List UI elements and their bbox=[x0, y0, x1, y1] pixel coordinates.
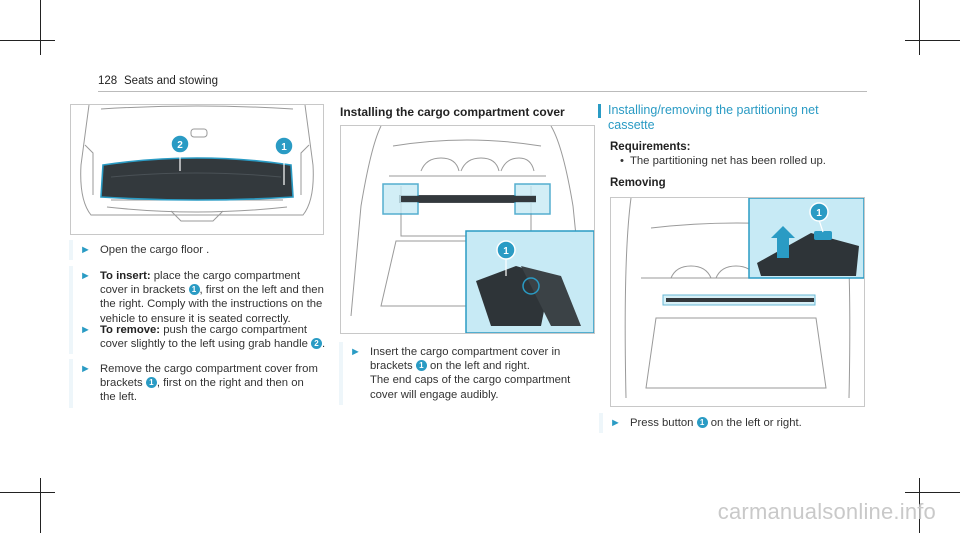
callout-badge: 2 bbox=[170, 134, 190, 154]
heading-installing-cover: Installing the cargo compartment cover bbox=[340, 105, 565, 119]
step-arrow-icon: ► bbox=[80, 244, 91, 256]
heading-marker bbox=[598, 104, 601, 118]
removing-label: Removing bbox=[610, 177, 666, 189]
page-number: 128 bbox=[98, 75, 118, 87]
section-title: Seats and stowing bbox=[124, 75, 218, 87]
crop-mark bbox=[919, 478, 920, 533]
callout-badge: 1 bbox=[274, 136, 294, 156]
callout-badge: 1 bbox=[145, 377, 157, 389]
header-divider bbox=[98, 91, 867, 92]
step-open-floor: ► Open the cargo floor . bbox=[69, 240, 322, 261]
heading-partitioning-net: Installing/removing the partitioning net… bbox=[608, 103, 819, 132]
net-cassette-figure: 1 bbox=[610, 197, 865, 407]
callout-badge: 2 bbox=[311, 338, 323, 350]
callout-badge: 1 bbox=[696, 417, 708, 428]
requirement-item: •The partitioning net has been rolled up… bbox=[620, 155, 826, 167]
cover-install-figure: 1 bbox=[340, 125, 595, 334]
step-press-button: ► Press button 1 on the left or right. bbox=[599, 413, 858, 434]
callout-badge: 1 bbox=[415, 360, 427, 372]
step-insert-cover: ► Insert the cargo compartment cover in … bbox=[339, 342, 598, 405]
crop-mark bbox=[40, 478, 41, 533]
requirements-label: Requirements: bbox=[610, 141, 691, 153]
cargo-cover-figure: 2 1 bbox=[70, 104, 324, 235]
step-arrow-icon: ► bbox=[610, 417, 621, 429]
crop-mark bbox=[40, 0, 41, 55]
step-arrow-icon: ► bbox=[80, 363, 91, 375]
callout-badge: 1 bbox=[188, 284, 200, 296]
svg-text:1: 1 bbox=[816, 208, 822, 219]
crop-mark bbox=[919, 0, 920, 55]
callout-badge: 1 bbox=[809, 202, 829, 222]
crop-mark bbox=[0, 492, 55, 493]
step-arrow-icon: ► bbox=[80, 324, 91, 336]
watermark: carmanualsonline.info bbox=[717, 499, 936, 524]
svg-text:2: 2 bbox=[177, 140, 183, 151]
crop-mark bbox=[0, 40, 55, 41]
svg-text:1: 1 bbox=[281, 142, 287, 153]
step-arrow-icon: ► bbox=[350, 346, 361, 358]
step-arrow-icon: ► bbox=[80, 270, 91, 282]
step-remove: ► To remove: push the cargo compartment … bbox=[69, 320, 328, 355]
crop-mark bbox=[905, 492, 960, 493]
svg-text:1: 1 bbox=[503, 246, 509, 257]
step-remove-brackets: ► Remove the cargo compartment cover fro… bbox=[69, 359, 322, 408]
step-insert: ► To insert: place the cargo compartment… bbox=[69, 266, 328, 329]
crop-mark bbox=[905, 40, 960, 41]
callout-badge: 1 bbox=[496, 240, 516, 260]
